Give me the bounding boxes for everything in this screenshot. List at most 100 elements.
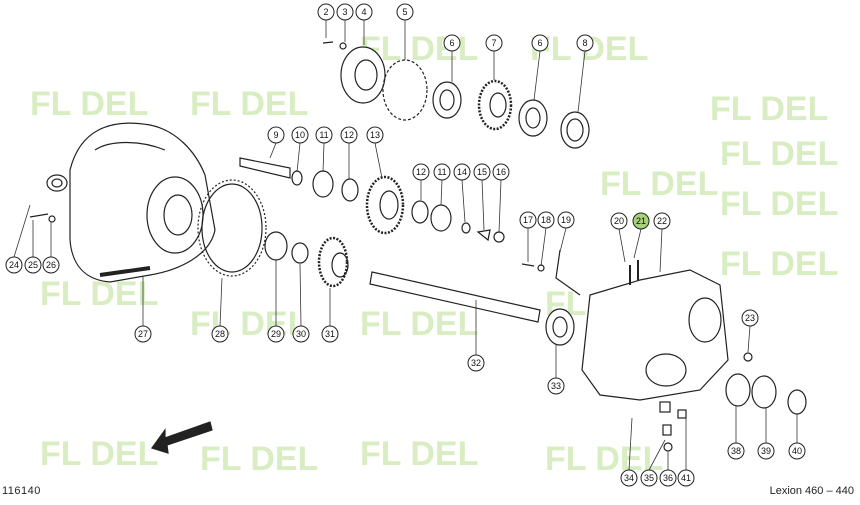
callout-34[interactable]: 34: [620, 469, 638, 487]
callout-31[interactable]: 31: [321, 325, 339, 343]
callout-number: 27: [138, 329, 148, 339]
callout-16[interactable]: 16: [492, 163, 510, 181]
callout-number: 19: [561, 215, 571, 225]
callout-number: 3: [342, 7, 347, 17]
callout-18[interactable]: 18: [537, 211, 555, 229]
callout-leader: [577, 50, 586, 113]
callout-number: 11: [319, 130, 328, 140]
callout-number: 21: [636, 216, 646, 226]
callout-28[interactable]: 28: [211, 325, 229, 343]
callout-20[interactable]: 20: [610, 212, 628, 230]
callout-17[interactable]: 17: [519, 211, 537, 229]
callout-number: 23: [745, 313, 755, 323]
callout-12[interactable]: 12: [340, 126, 358, 144]
callout-6[interactable]: 6: [443, 34, 461, 52]
callout-24[interactable]: 24: [5, 256, 23, 274]
callout-circle: [267, 325, 285, 343]
callout-13[interactable]: 13: [366, 126, 384, 144]
callout-leader: [533, 50, 541, 101]
callout-leader: [659, 228, 663, 273]
callout-38[interactable]: 38: [727, 442, 745, 460]
watermark-text: FL DEL: [40, 435, 158, 473]
callout-19[interactable]: 19: [557, 211, 575, 229]
watermark-text: FL DEL: [600, 165, 718, 203]
callout-30[interactable]: 30: [292, 325, 310, 343]
parts-drawing: [29, 41, 807, 454]
callout-8[interactable]: 8: [576, 34, 594, 52]
callout-number: 9: [273, 130, 278, 140]
callout-27[interactable]: 27: [134, 325, 152, 343]
callout-leader: [13, 204, 31, 258]
callout-leader: [440, 179, 443, 206]
callout-22[interactable]: 22: [653, 212, 671, 230]
callout-number: 22: [657, 216, 667, 226]
callout-leader: [648, 439, 666, 471]
callout-11[interactable]: 11: [315, 126, 333, 144]
callout-15[interactable]: 15: [473, 163, 491, 181]
callout-leader: [498, 179, 502, 233]
callout-circle: [653, 212, 671, 230]
callout-circle: [267, 126, 285, 144]
callout-number: 30: [296, 329, 306, 339]
callout-circle: [632, 212, 650, 230]
callout-35[interactable]: 35: [640, 469, 658, 487]
callout-number: 24: [9, 260, 19, 270]
watermark-text: FL DEL: [200, 440, 318, 478]
shaft-9: [239, 157, 291, 179]
callout-circle: [741, 309, 759, 327]
watermark-text: FL DEL: [720, 245, 838, 283]
callout-leader: [374, 142, 383, 179]
watermark-text: FL DEL: [710, 90, 828, 128]
callout-9[interactable]: 9: [267, 126, 285, 144]
callout-36[interactable]: 36: [659, 469, 677, 487]
callout-number: 10: [295, 130, 305, 140]
callout-circle: [321, 325, 339, 343]
callout-25[interactable]: 25: [24, 256, 42, 274]
callout-circle: [557, 211, 575, 229]
callout-number: 14: [457, 167, 467, 177]
callout-32[interactable]: 32: [467, 354, 485, 372]
callout-4[interactable]: 4: [355, 3, 373, 21]
callout-circle: [788, 442, 806, 460]
callout-3[interactable]: 3: [336, 3, 354, 21]
callout-23[interactable]: 23: [741, 309, 759, 327]
callout-number: 5: [402, 7, 407, 17]
callout-number: 40: [792, 446, 802, 456]
callout-40[interactable]: 40: [788, 442, 806, 460]
callout-11[interactable]: 11: [433, 163, 451, 181]
callout-leader: [559, 227, 567, 253]
watermark-text: FL DEL: [360, 305, 478, 343]
callout-6[interactable]: 6: [531, 34, 549, 52]
callout-26[interactable]: 26: [42, 256, 60, 274]
callout-10[interactable]: 10: [291, 126, 309, 144]
callout-number: 32: [471, 358, 481, 368]
leader-lines: [13, 20, 798, 471]
callout-circle: [492, 163, 510, 181]
callout-5[interactable]: 5: [396, 3, 414, 21]
callout-leader: [633, 228, 642, 259]
callout-33[interactable]: 33: [547, 377, 565, 395]
callout-circle: [211, 325, 229, 343]
watermark-text: FL DEL: [30, 85, 148, 123]
callout-leader: [747, 325, 751, 353]
callout-number: 13: [370, 130, 380, 140]
watermark-layer: FL DEL FL DEL FL DEL FL DEL FL DEL FL DEL FL D…: [30, 30, 838, 478]
callout-2[interactable]: 2: [317, 3, 335, 21]
callout-29[interactable]: 29: [267, 325, 285, 343]
callout-circle: [24, 256, 42, 274]
callout-circle: [519, 211, 537, 229]
callout-leader: [481, 179, 485, 231]
gear-7: [477, 79, 513, 131]
callout-21[interactable]: 21: [632, 212, 650, 230]
callout-14[interactable]: 14: [453, 163, 471, 181]
callout-circle: [547, 377, 565, 395]
callout-number: 17: [523, 215, 533, 225]
callout-12[interactable]: 12: [412, 163, 430, 181]
callout-circle: [366, 126, 384, 144]
callout-leader: [296, 142, 301, 173]
callout-39[interactable]: 39: [757, 442, 775, 460]
callout-41[interactable]: 41: [677, 469, 695, 487]
callout-number: 28: [215, 329, 225, 339]
gear-31: [317, 236, 349, 288]
callout-7[interactable]: 7: [485, 34, 503, 52]
